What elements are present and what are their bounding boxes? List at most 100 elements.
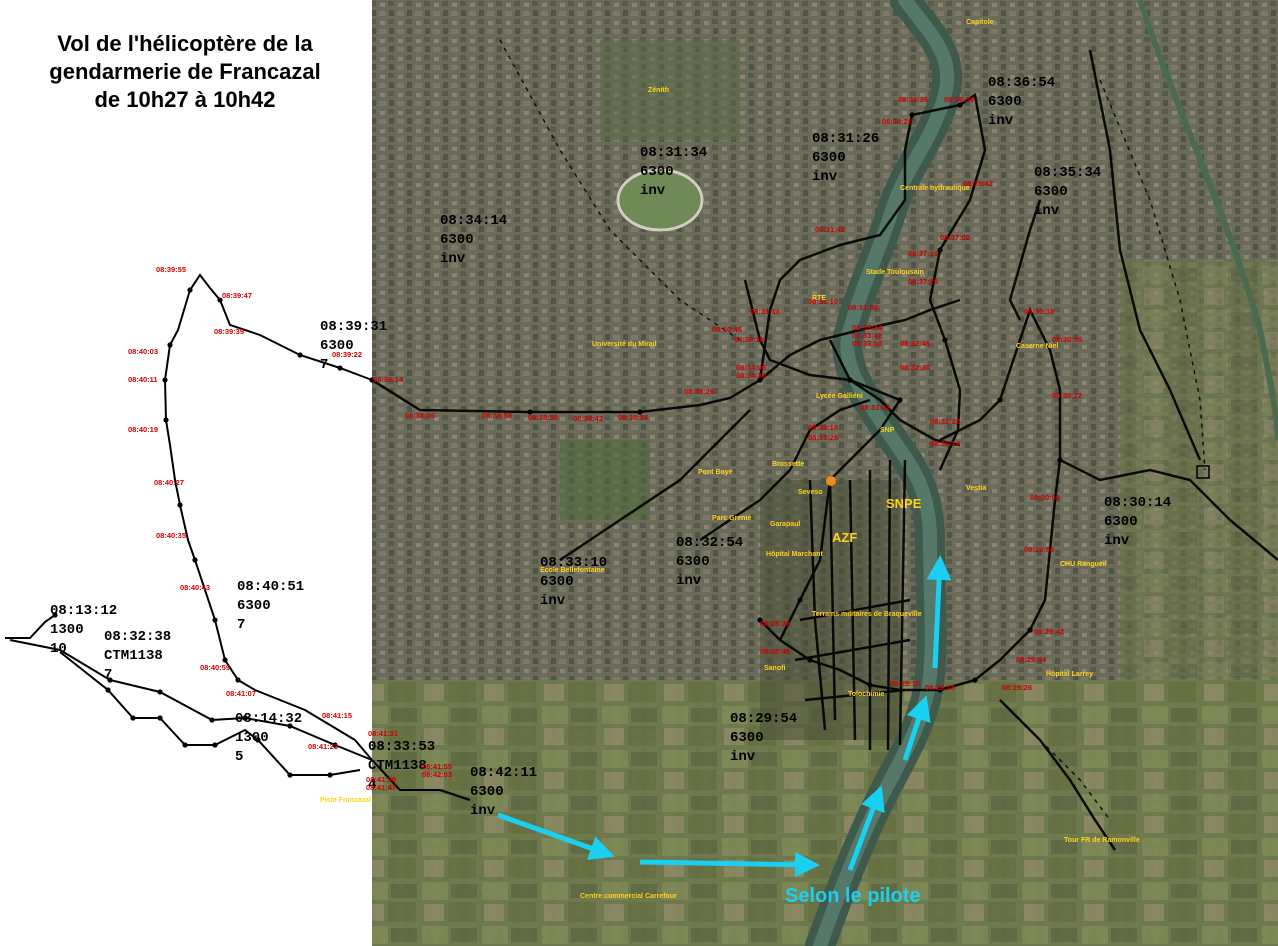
place-label: Hôpital Larrey: [1046, 671, 1093, 678]
approach-track: [5, 614, 56, 639]
place-label: RTE: [812, 295, 826, 302]
radar-block-alt: 6300: [812, 150, 846, 166]
place-label: Parc Grenié: [712, 515, 751, 522]
place-label: Capitole: [966, 19, 994, 26]
time-label: 08:32:30: [900, 363, 930, 372]
radar-block-alt: 6300: [988, 94, 1022, 110]
place-label: Stade Toulousain: [866, 269, 924, 276]
radar-block-code: inv: [1034, 203, 1060, 219]
track-dot: [337, 365, 343, 371]
time-label: 08:40:27: [154, 478, 184, 487]
time-label: 08:36:38: [944, 95, 974, 104]
square-marker: [1196, 465, 1210, 479]
track-dot: [637, 409, 643, 415]
time-label: 08:29:26: [1002, 683, 1032, 692]
radar-block-alt: CTM1138: [368, 758, 427, 774]
time-label: 08:41:31: [368, 729, 398, 738]
time-label: 08:41:07: [226, 689, 256, 698]
track-dot: [287, 723, 293, 729]
time-label: 08:31:10: [808, 297, 838, 306]
explosion-marker: [826, 476, 836, 486]
track-dot: [957, 102, 963, 108]
track-dot: [217, 297, 223, 303]
place-label: Seveso: [798, 489, 823, 496]
track-dot: [182, 742, 188, 748]
place-label: AZF: [832, 530, 857, 545]
track-dot: [163, 417, 169, 423]
place-label: Ecole Bellefontaine: [540, 567, 605, 574]
time-label: 08:37:10: [908, 249, 938, 258]
track-dot: [167, 342, 173, 348]
time-label: 08:32:14: [930, 439, 961, 448]
time-label: 08:29:10: [890, 679, 920, 688]
place-label: Pont Boyé: [698, 469, 733, 476]
place-label: Université du Mirail: [592, 341, 657, 348]
radar-block-time: 08:14:32: [235, 711, 302, 727]
time-label: 08:29:42: [1034, 627, 1064, 636]
track-dot: [757, 617, 763, 623]
time-label: 08:38:50: [528, 413, 558, 422]
track-dot: [222, 657, 228, 663]
time-label: 08:39:22: [332, 350, 362, 359]
track-dot: [997, 397, 1003, 403]
track-dot: [212, 617, 218, 623]
pilot-annotation: Selon le pilote: [785, 885, 921, 907]
place-label: Terrains militaires de Braqueville: [812, 611, 922, 618]
track-dot: [327, 772, 333, 778]
time-label: 08:40:03: [128, 347, 158, 356]
radar-block-code: inv: [676, 573, 702, 589]
track-dot: [287, 772, 293, 778]
time-label: 08:34:22: [882, 117, 912, 126]
radar-block-alt: 1300: [50, 622, 84, 638]
time-label: 08:41:15: [322, 711, 352, 720]
time-label: 08:28:46: [760, 647, 790, 656]
place-label: Sanofi: [764, 665, 785, 672]
radar-block-alt: 6300: [320, 338, 354, 354]
radar-block-code: inv: [1104, 533, 1130, 549]
aerial-track-dashed: [499, 39, 1206, 821]
track-dot: [297, 352, 303, 358]
radar-block-alt: 1300: [235, 730, 269, 746]
radar-block-code: 7: [104, 667, 112, 683]
place-label: Tolochimie: [848, 691, 885, 698]
radar-block-alt: 6300: [730, 730, 764, 746]
radar-block-time: 08:33:10: [540, 555, 607, 571]
place-label: Brossette: [772, 461, 804, 468]
track-dot: [192, 557, 198, 563]
time-label: 08:40:19: [128, 425, 158, 434]
radar-block-code: inv: [470, 803, 496, 819]
place-label: Zénith: [648, 87, 669, 94]
time-label: 08:29:58: [1024, 545, 1054, 554]
radar-block-code: 5: [235, 749, 243, 765]
radar-block-alt: CTM1138: [104, 648, 163, 664]
time-label: 08:40:35: [156, 531, 186, 540]
radar-block-time: 08:35:34: [1034, 165, 1101, 181]
track-dot: [867, 682, 873, 688]
track-dot: [157, 689, 163, 695]
track-dot: [937, 247, 943, 253]
radar-block-time: 08:32:38: [104, 629, 171, 645]
time-label: 08:33:26: [808, 433, 838, 442]
radar-block-alt: 6300: [440, 232, 474, 248]
time-label: 08:28:38: [760, 619, 790, 628]
title-line-1: Vol de l'hélicoptère de la: [57, 31, 313, 56]
place-label: Centrale hydraulique: [900, 185, 970, 192]
time-label: 08:31:02: [848, 303, 878, 312]
track-dot: [255, 737, 261, 743]
place-label: Lycée Galliéni: [816, 393, 863, 400]
place-label: Piste Francazal: [320, 797, 371, 804]
track-east: [371, 759, 440, 791]
track-dot: [187, 287, 193, 293]
time-label: 08:42:03: [422, 770, 452, 779]
track-dot: [162, 377, 168, 383]
radar-block-code: inv: [988, 113, 1014, 129]
map-title: Vol de l'hélicoptère de la gendarmerie d…: [20, 30, 350, 114]
track-dot: [1057, 457, 1063, 463]
